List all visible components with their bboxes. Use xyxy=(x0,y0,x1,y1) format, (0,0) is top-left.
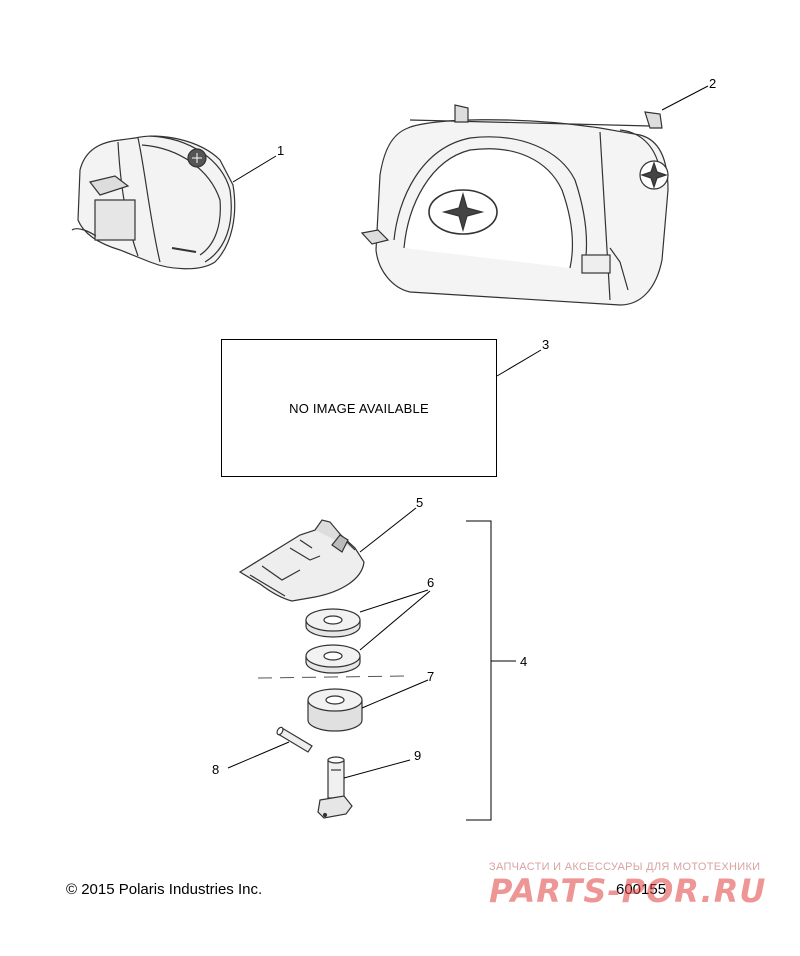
no-image-placeholder: NO IMAGE AVAILABLE xyxy=(221,339,497,477)
part-2-large-bag xyxy=(360,104,669,306)
callout-3: 3 xyxy=(542,337,549,352)
leader-2 xyxy=(661,85,709,111)
part-5-mount-plate xyxy=(238,519,365,602)
callout-2: 2 xyxy=(709,76,716,91)
part-7-spacer xyxy=(307,688,363,732)
callout-1: 1 xyxy=(277,143,284,158)
part-8-pin xyxy=(276,726,313,753)
leader-3 xyxy=(496,349,542,377)
callout-7: 7 xyxy=(427,669,434,684)
leader-5 xyxy=(359,507,417,553)
part-6-washer-lower xyxy=(305,644,361,674)
leader-8 xyxy=(227,741,290,769)
callout-8: 8 xyxy=(212,762,219,777)
part-9-t-bolt xyxy=(317,756,353,819)
callout-4: 4 xyxy=(520,654,527,669)
callout-6: 6 xyxy=(427,575,434,590)
callout-9: 9 xyxy=(414,748,421,763)
leader-9 xyxy=(343,759,411,779)
leader-7 xyxy=(361,679,429,709)
watermark-subtitle: ЗАПЧАСТИ И АКСЕССУАРЫ ДЛЯ МОТОТЕХНИКИ xyxy=(489,861,761,873)
leader-1 xyxy=(232,155,277,183)
figure-number: 600155 xyxy=(616,881,667,898)
copyright-text: © 2015 Polaris Industries Inc. xyxy=(66,881,263,898)
leader-6a xyxy=(359,589,429,613)
bracket-4 xyxy=(466,520,492,821)
separator-dashed xyxy=(257,675,409,679)
leader-6b xyxy=(359,590,431,651)
part-6-washer-upper xyxy=(305,608,361,638)
part-1-small-bag xyxy=(71,135,236,270)
no-image-label: NO IMAGE AVAILABLE xyxy=(289,400,429,416)
watermark-brand: PARTS-POR.RU xyxy=(489,872,767,910)
callout-5: 5 xyxy=(416,495,423,510)
